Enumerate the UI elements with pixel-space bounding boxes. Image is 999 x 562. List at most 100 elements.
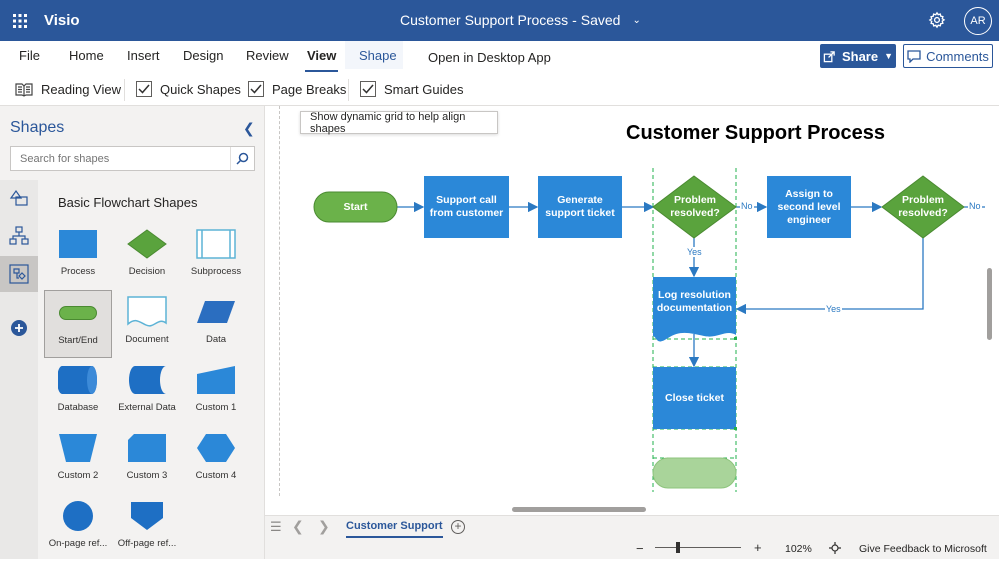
support-call-label[interactable]: Support call from customer bbox=[429, 194, 504, 219]
give-feedback-link[interactable]: Give Feedback to Microsoft bbox=[859, 543, 987, 555]
on-page-reference-shape-icon bbox=[63, 501, 93, 531]
smart-guides-checkbox[interactable]: Smart Guides bbox=[360, 81, 463, 97]
edge-label-yes: Yes bbox=[686, 247, 703, 257]
vertical-scrollbar[interactable] bbox=[987, 268, 992, 340]
shape-process[interactable]: Process bbox=[44, 222, 112, 290]
shape-custom-1[interactable]: Custom 1 bbox=[182, 358, 250, 426]
shape-label: On-page ref... bbox=[48, 538, 108, 549]
ribbon-divider bbox=[348, 79, 349, 101]
reading-view-button[interactable]: Reading View bbox=[15, 82, 121, 97]
shape-label: Start/End bbox=[58, 335, 98, 346]
user-avatar[interactable]: AR bbox=[964, 7, 992, 35]
zoom-slider-thumb[interactable] bbox=[676, 542, 680, 553]
shape-label: Custom 1 bbox=[195, 402, 237, 413]
close-ticket-label[interactable]: Close ticket bbox=[665, 391, 724, 404]
edge-label-no: No bbox=[740, 201, 754, 211]
checkbox-checked-icon bbox=[360, 81, 376, 97]
comments-label: Comments bbox=[926, 48, 989, 64]
problem-resolved-2-label[interactable]: Problem resolved? bbox=[898, 194, 948, 219]
log-resolution-label[interactable]: Log resolution documentation bbox=[656, 289, 733, 314]
shape-custom-3[interactable]: Custom 3 bbox=[113, 426, 181, 494]
shape-database[interactable]: Database bbox=[44, 358, 112, 426]
chevron-down-icon: ▼ bbox=[884, 51, 894, 61]
shape-label: Database bbox=[57, 402, 99, 413]
zoom-level[interactable]: 102% bbox=[785, 543, 812, 555]
shape-subprocess[interactable]: Subprocess bbox=[182, 222, 250, 290]
open-in-desktop-app[interactable]: Open in Desktop App bbox=[428, 50, 551, 65]
comment-icon bbox=[907, 49, 921, 63]
page-menu-icon[interactable]: ☰ bbox=[270, 519, 282, 534]
app-launcher-icon[interactable] bbox=[0, 0, 40, 41]
smart-guides-label: Smart Guides bbox=[384, 81, 464, 97]
tab-view[interactable]: View bbox=[304, 48, 339, 72]
off-page-reference-shape-icon bbox=[131, 502, 163, 530]
add-stencil-icon[interactable] bbox=[0, 310, 38, 346]
flowchart-stencil-icon[interactable] bbox=[0, 256, 38, 292]
tab-insert[interactable]: Insert bbox=[127, 48, 160, 63]
document-shape-icon bbox=[127, 296, 167, 327]
tab-review[interactable]: Review bbox=[246, 48, 289, 63]
diagram-title[interactable]: Customer Support Process bbox=[626, 122, 885, 144]
fit-to-window-icon[interactable] bbox=[829, 542, 841, 554]
share-icon bbox=[823, 50, 835, 62]
tab-file[interactable]: File bbox=[19, 48, 40, 63]
shape-custom-4[interactable]: Custom 4 bbox=[182, 426, 250, 494]
shape-label: Custom 2 bbox=[57, 470, 99, 481]
page-breaks-checkbox[interactable]: Page Breaks bbox=[248, 81, 346, 97]
smart-guides-tooltip: Show dynamic grid to help align shapes bbox=[300, 111, 498, 135]
database-shape-icon bbox=[58, 366, 97, 394]
zoom-in-icon[interactable]: + bbox=[754, 540, 762, 555]
start-label[interactable]: Start bbox=[343, 200, 368, 213]
reading-view-label: Reading View bbox=[41, 82, 121, 97]
drawing-canvas[interactable] bbox=[265, 106, 999, 515]
shape-start-end[interactable]: Start/End bbox=[44, 290, 112, 358]
comments-button[interactable]: Comments bbox=[903, 44, 993, 68]
shape-search[interactable] bbox=[10, 146, 255, 171]
app-name[interactable]: Visio bbox=[44, 12, 80, 29]
org-chart-stencil-icon[interactable] bbox=[0, 218, 38, 254]
settings-gear-icon[interactable] bbox=[928, 11, 948, 31]
search-icon[interactable] bbox=[230, 147, 254, 170]
next-page-icon[interactable]: ❯ bbox=[318, 518, 330, 534]
share-button[interactable]: Share ▼ bbox=[820, 44, 896, 68]
horizontal-scrollbar[interactable] bbox=[512, 507, 646, 512]
page-breaks-label: Page Breaks bbox=[272, 81, 347, 97]
add-page-icon[interactable]: + bbox=[451, 520, 465, 534]
shape-external-data[interactable]: External Data bbox=[113, 358, 181, 426]
basic-shapes-stencil-icon[interactable] bbox=[0, 180, 38, 216]
shapes-panel-title: Shapes bbox=[10, 119, 65, 136]
process-shape-icon bbox=[59, 230, 97, 258]
shape-document[interactable]: Document bbox=[113, 290, 181, 358]
shape-search-input[interactable] bbox=[11, 152, 230, 165]
document-name: Customer Support Process bbox=[400, 12, 569, 28]
zoom-slider[interactable] bbox=[655, 547, 741, 548]
shape-label: Process bbox=[60, 266, 96, 277]
page-tab-customer-support[interactable]: Customer Support bbox=[346, 520, 443, 538]
custom-1-shape-icon bbox=[197, 366, 235, 394]
generate-ticket-label[interactable]: Generate support ticket bbox=[545, 194, 615, 219]
previous-page-icon[interactable]: ❮ bbox=[292, 518, 304, 534]
shape-decision[interactable]: Decision bbox=[113, 222, 181, 290]
page-tabs-bar bbox=[265, 515, 999, 539]
tab-home[interactable]: Home bbox=[69, 48, 104, 63]
shape-custom-2[interactable]: Custom 2 bbox=[44, 426, 112, 494]
quick-shapes-checkbox[interactable]: Quick Shapes bbox=[136, 81, 241, 97]
assign-engineer-label[interactable]: Assign to second level engineer bbox=[777, 187, 841, 226]
shape-off-page-reference[interactable]: Off-page ref... bbox=[113, 494, 181, 562]
tab-shape[interactable]: Shape bbox=[359, 48, 397, 63]
page-boundary bbox=[279, 106, 280, 496]
stencil-rail bbox=[0, 180, 38, 559]
shape-label: Document bbox=[125, 334, 169, 345]
edge-label-no: No bbox=[968, 201, 982, 211]
shape-label: Decision bbox=[128, 266, 166, 277]
shape-data[interactable]: Data bbox=[182, 290, 250, 358]
shape-on-page-reference[interactable]: On-page ref... bbox=[44, 494, 112, 562]
zoom-out-icon[interactable]: − bbox=[636, 541, 644, 556]
collapse-panel-icon[interactable]: ❮ bbox=[243, 120, 255, 136]
problem-resolved-1-label[interactable]: Problem resolved? bbox=[670, 194, 720, 219]
tab-design[interactable]: Design bbox=[183, 48, 224, 63]
shape-label: Subprocess bbox=[190, 266, 242, 277]
ribbon-divider bbox=[124, 79, 125, 101]
document-title[interactable]: Customer Support Process - Saved ⌄ bbox=[400, 12, 641, 28]
checkbox-checked-icon bbox=[248, 81, 264, 97]
